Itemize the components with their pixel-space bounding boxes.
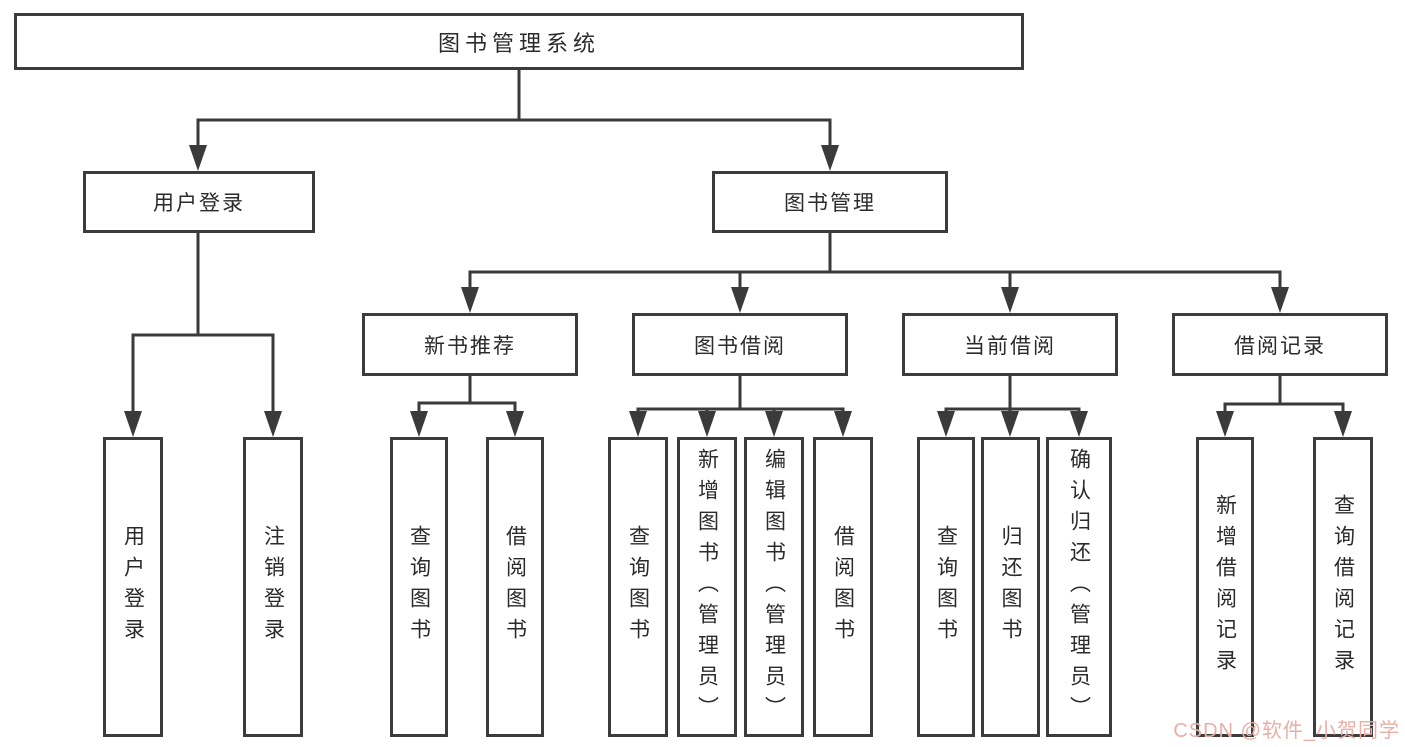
node-label: 借阅图书	[831, 525, 855, 649]
node-label: 新书推荐	[424, 334, 516, 358]
node-book-management: 图书管理	[712, 171, 948, 233]
leaf-add-book-admin: 新增图书（管理员）	[677, 437, 737, 737]
leaf-borrow-books: 借阅图书	[813, 437, 873, 737]
leaf-query-books-recommend: 查询图书	[390, 437, 448, 737]
leaf-user-login: 用户登录	[103, 437, 163, 737]
connector-line	[417, 401, 517, 414]
leaf-borrow-books-recommend: 借阅图书	[486, 437, 544, 737]
connector-line	[636, 407, 845, 414]
node-label: 用户登录	[121, 525, 145, 649]
node-label: 图书借阅	[694, 334, 786, 358]
node-label: 用户登录	[153, 192, 245, 215]
node-label: 当前借阅	[964, 334, 1056, 358]
node-label: 新增借阅记录	[1213, 494, 1237, 680]
connector-line	[131, 333, 275, 415]
node-label: 查询图书	[407, 525, 431, 649]
leaf-return-books: 归还图书	[981, 437, 1040, 737]
node-borrowing-records: 借阅记录	[1172, 313, 1388, 376]
arrowhead-icon	[1001, 411, 1019, 437]
node-label: 查询借阅记录	[1331, 494, 1355, 680]
leaf-edit-book-admin: 编辑图书（管理员）	[744, 437, 804, 737]
node-library-system: 图书管理系统	[14, 13, 1024, 70]
node-label: 归还图书	[999, 525, 1023, 649]
node-label: 新增图书（管理员）	[695, 447, 719, 727]
node-label: 借阅记录	[1234, 334, 1326, 358]
node-label: 图书管理	[784, 192, 876, 215]
arrowhead-icon	[461, 287, 479, 313]
arrowhead-icon	[1070, 411, 1088, 437]
arrowhead-icon	[765, 411, 783, 437]
arrowhead-icon	[731, 287, 749, 313]
node-user-login: 用户登录	[83, 171, 315, 233]
node-book-borrowing: 图书借阅	[632, 313, 848, 376]
arrowhead-icon	[1334, 411, 1352, 437]
arrowhead-icon	[698, 411, 716, 437]
node-label: 图书管理系统	[437, 30, 600, 56]
node-label: 确认归还（管理员）	[1067, 447, 1091, 727]
arrowhead-icon	[410, 411, 428, 437]
arrowhead-icon	[629, 411, 647, 437]
leaf-query-books-current: 查询图书	[917, 437, 975, 737]
connector-line	[196, 118, 832, 150]
arrowhead-icon	[189, 145, 207, 171]
leaf-confirm-return-admin: 确认归还（管理员）	[1046, 437, 1112, 737]
node-label: 查询图书	[626, 525, 650, 649]
leaf-logout: 注销登录	[243, 437, 303, 737]
arrowhead-icon	[1216, 411, 1234, 437]
node-label: 借阅图书	[503, 525, 527, 649]
arrowhead-icon	[506, 411, 524, 437]
node-new-book-recommend: 新书推荐	[362, 313, 578, 376]
connector-line	[1223, 402, 1345, 414]
leaf-query-books-borrowing: 查询图书	[608, 437, 668, 737]
node-label: 查询图书	[934, 525, 958, 649]
arrowhead-icon	[1001, 287, 1019, 313]
arrowhead-icon	[937, 411, 955, 437]
leaf-add-borrow-record: 新增借阅记录	[1196, 437, 1254, 737]
leaf-query-borrow-record: 查询借阅记录	[1313, 437, 1373, 737]
arrowhead-icon	[1271, 287, 1289, 313]
node-label: 编辑图书（管理员）	[762, 447, 786, 727]
connector-line	[468, 270, 1282, 290]
arrowhead-icon	[124, 411, 142, 437]
arrowhead-icon	[264, 411, 282, 437]
arrowhead-icon	[821, 145, 839, 171]
node-label: 注销登录	[261, 525, 285, 649]
csdn-watermark: CSDN @软件_小贺同学	[1173, 720, 1400, 742]
arrowhead-icon	[834, 411, 852, 437]
node-current-borrowing: 当前借阅	[902, 313, 1118, 376]
